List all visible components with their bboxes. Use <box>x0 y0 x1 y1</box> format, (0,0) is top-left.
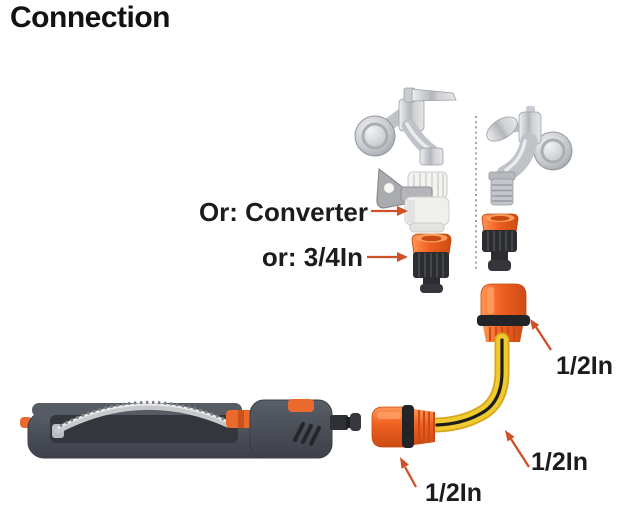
half-inch-label-middle: 1/2In <box>531 448 588 476</box>
quick-connector-collar-ribs <box>418 410 435 444</box>
outlet-barb-ribs <box>492 184 512 202</box>
converter-collar-ribs <box>413 173 444 197</box>
half-inch-label-top: 1/2In <box>556 352 613 380</box>
connector-nipple <box>491 251 508 262</box>
adapter-body-ribs <box>418 253 444 277</box>
sprinkler-recess <box>50 415 238 443</box>
hose-quick-connector-top-illustration <box>477 283 530 342</box>
arrow-to-hose <box>505 430 530 468</box>
quick-connector-lock-ring <box>402 405 414 448</box>
spout-highlight <box>504 139 527 172</box>
adapter-nipple <box>423 277 440 286</box>
sprinkler-inlet-nipple <box>330 415 348 430</box>
connector-nipple-tip <box>488 260 511 271</box>
yellow-hose-illustration <box>429 332 510 433</box>
sprinkler-vents <box>293 422 321 446</box>
tap-connector-illustration <box>481 213 519 271</box>
arrow-to-three-quarter-adapter <box>367 252 408 262</box>
wall-flange-ring <box>540 138 566 164</box>
quick-connector-highlight <box>487 287 494 314</box>
converter-lip <box>409 222 445 233</box>
lever-handle <box>411 88 457 102</box>
arrow-to-converter <box>371 206 408 216</box>
connector-rim-hole <box>490 215 510 221</box>
tap-converter-illustration <box>376 168 450 233</box>
hose-quick-connector-bottom-illustration <box>371 405 435 448</box>
connector-body-ribs <box>487 231 513 251</box>
hose-stripe <box>435 338 504 427</box>
adapter-nipple-tip <box>420 284 443 293</box>
spray-tube-arch <box>54 402 232 434</box>
lever-handle <box>486 116 518 142</box>
three-quarter-option-label: or: 3/4In <box>261 242 363 272</box>
spray-nozzle-holes <box>59 400 227 428</box>
left-faucet-illustration <box>354 87 457 166</box>
sprinkler-inlet-groove <box>346 417 351 428</box>
sprinkler-inlet-tip <box>350 413 361 431</box>
adapter-rim-hole <box>421 235 442 242</box>
sprinkler-top-orange-piece <box>288 399 314 412</box>
sprinkler-orange-fitting-groove <box>238 410 244 428</box>
quick-connector-lock-ring <box>477 315 530 326</box>
wall-flange-ring <box>361 122 389 150</box>
oscillating-sprinkler-illustration <box>20 399 361 459</box>
half-inch-label-bottom: 1/2In <box>425 479 482 507</box>
converter-body-shade <box>407 200 415 223</box>
arrow-to-top-connector <box>530 319 552 351</box>
spout-highlight <box>405 122 430 150</box>
converter-option-label: Or: Converter <box>198 197 368 227</box>
quick-connector-highlight <box>377 412 401 419</box>
arrow-to-bottom-connector <box>400 457 418 488</box>
right-faucet-illustration <box>486 106 573 206</box>
wall-flange <box>354 115 396 157</box>
page-title: Connection <box>10 1 171 34</box>
three-quarter-adapter-illustration <box>411 233 452 293</box>
spout-outlet <box>419 147 444 166</box>
clamp-key-hole <box>384 183 394 193</box>
